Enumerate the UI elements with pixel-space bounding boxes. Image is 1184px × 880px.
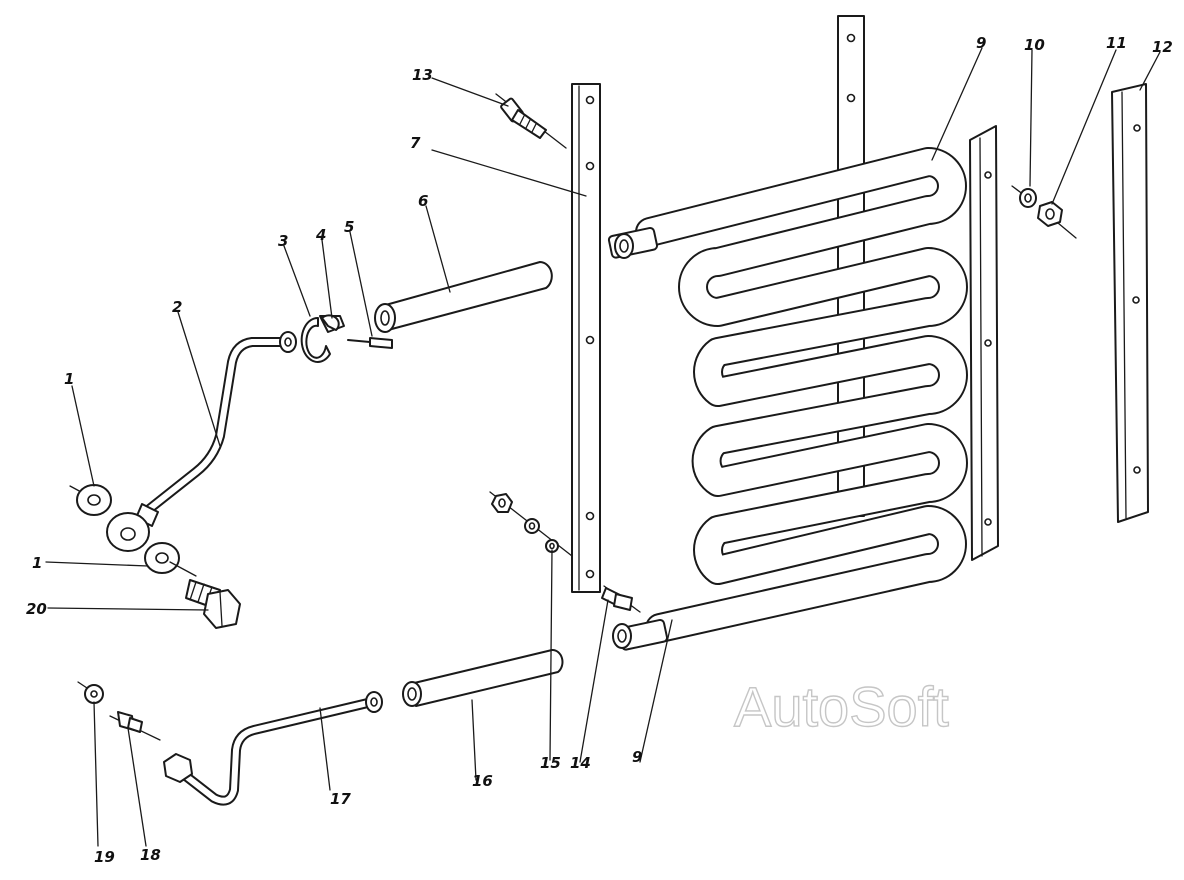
callout-3: 3 <box>278 232 288 250</box>
callout-18: 18 <box>140 846 161 864</box>
callout-4: 4 <box>315 226 326 244</box>
callout-14: 14 <box>570 754 591 772</box>
hose-6 <box>374 261 553 333</box>
mounting-strip-12 <box>1111 83 1149 523</box>
callout-20: 20 <box>26 600 47 618</box>
mounting-strip-7 <box>571 83 601 593</box>
side-strip-right <box>969 125 999 561</box>
callout-numbers: 1 1 2 3 4 5 6 7 9 9 10 11 12 13 14 15 16… <box>26 34 1173 866</box>
callout-15: 15 <box>540 754 561 772</box>
callout-1-bottom: 1 <box>32 554 42 572</box>
washer-1-bottom <box>144 542 180 574</box>
callout-7: 7 <box>410 134 421 152</box>
callout-17: 17 <box>330 790 351 808</box>
bolt-20 <box>169 561 241 629</box>
callout-11: 11 <box>1106 34 1127 52</box>
callout-9-bottom: 9 <box>632 748 642 766</box>
callout-12: 12 <box>1152 38 1173 56</box>
heater-coil <box>607 147 968 651</box>
leader-lines <box>45 47 1161 847</box>
bolt-14 <box>601 585 641 613</box>
nut-11 <box>1037 201 1077 239</box>
callout-1-top: 1 <box>64 370 74 388</box>
washer-1-top <box>69 484 112 516</box>
callout-5: 5 <box>344 218 354 236</box>
callout-9-top: 9 <box>976 34 986 52</box>
callout-2: 2 <box>172 298 182 316</box>
banjo-fitting <box>106 503 159 552</box>
pin-5 <box>347 337 393 349</box>
callout-10: 10 <box>1024 36 1045 54</box>
pipe-2 <box>143 331 297 515</box>
hose-16 <box>402 649 564 707</box>
callout-13: 13 <box>412 66 433 84</box>
nut-15-stack <box>489 491 573 557</box>
washer-10 <box>1011 185 1037 208</box>
watermark-text: AutoSoft <box>734 675 949 738</box>
clip-4 <box>321 314 340 331</box>
washer-19 <box>77 681 104 704</box>
bolt-13 <box>495 93 567 149</box>
callout-19: 19 <box>94 848 115 866</box>
callout-6: 6 <box>418 192 428 210</box>
callout-16: 16 <box>472 772 493 790</box>
pipe-17 <box>163 691 383 806</box>
fitting-18 <box>109 711 161 741</box>
